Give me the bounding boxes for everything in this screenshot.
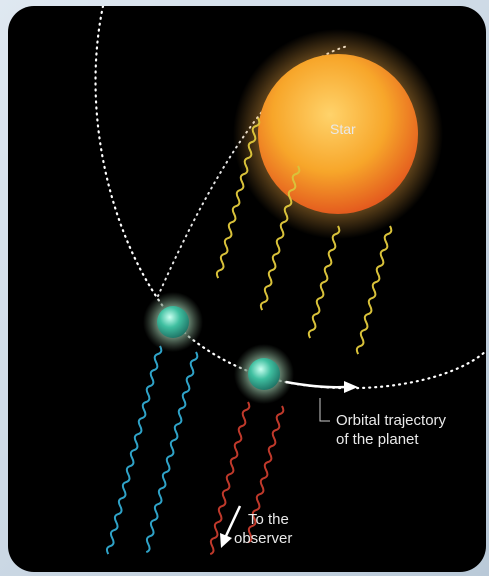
diagram-panel: Star: [8, 6, 486, 572]
orbit-direction-arrow: [285, 380, 347, 389]
planet-1: [157, 306, 189, 338]
direct-light-waves: [215, 117, 393, 355]
wave-red-1: [209, 401, 251, 556]
transit-diagram: Star: [94, 6, 486, 556]
wave-direct-1: [215, 117, 261, 279]
wave-red-2: [247, 405, 285, 543]
transmitted-waves-red: [209, 401, 285, 556]
orbit-label-line1: Orbital trajectory: [336, 412, 447, 429]
orbit-label-line2: of the planet: [336, 431, 419, 448]
observer-arrowhead: [220, 533, 232, 548]
observer-label-line1: To the: [248, 511, 289, 528]
wave-direct-3: [307, 225, 341, 339]
transmitted-waves-blue: [105, 345, 199, 555]
wave-direct-2: [259, 165, 301, 311]
observer-label-line2: observer: [234, 530, 292, 547]
orbit-label-leader: [319, 398, 330, 422]
wave-blue-2: [145, 351, 199, 554]
orbit-arrowhead: [344, 381, 358, 393]
wave-blue-1: [105, 345, 163, 555]
planet-2: [248, 358, 280, 390]
observer-arrow-line: [224, 505, 242, 537]
star-label: Star: [330, 121, 356, 137]
wave-direct-4: [355, 225, 393, 355]
